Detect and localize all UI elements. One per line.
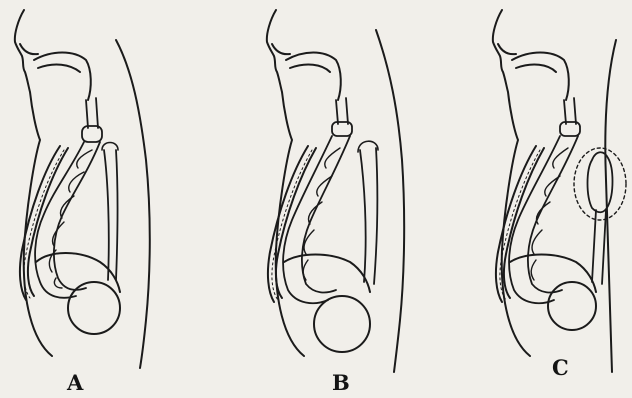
panel-b-illustration: [210, 0, 420, 398]
panel-b-label: B: [332, 370, 350, 395]
panel-a-label: A: [67, 370, 83, 395]
panel-c-label: C: [552, 355, 569, 380]
panel-c-illustration: [420, 0, 632, 398]
panel-a-illustration: [0, 0, 210, 398]
